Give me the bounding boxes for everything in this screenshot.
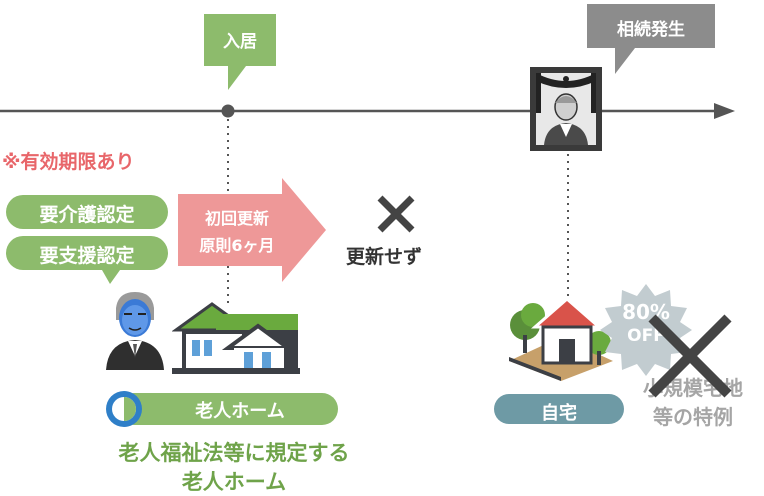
cross-mark-large-icon bbox=[644, 310, 736, 402]
support-certification-pill bbox=[6, 236, 168, 286]
timeline bbox=[0, 101, 764, 121]
nursing-home-label: 老人ホーム bbox=[195, 401, 285, 422]
no-renewal-label: 更新せず bbox=[346, 246, 423, 268]
home-label: 自宅 bbox=[541, 403, 577, 424]
care-certification-pill bbox=[6, 195, 168, 229]
special-rule-line2: 等の特例 bbox=[653, 405, 733, 429]
care-certification-label: 要介護認定 bbox=[39, 204, 135, 226]
first-renewal-arrow bbox=[178, 178, 328, 282]
inheritance-callout bbox=[587, 4, 715, 76]
badge-percent: 80% bbox=[622, 300, 670, 324]
first-renewal-line1: 初回更新 bbox=[204, 209, 269, 228]
house-icon bbox=[507, 285, 615, 381]
definition-line2: 老人ホーム bbox=[181, 470, 287, 494]
memorial-portrait-icon bbox=[530, 67, 602, 151]
cross-mark-icon bbox=[376, 194, 416, 234]
discount-badge-icon bbox=[598, 282, 694, 378]
nursing-home-pill bbox=[104, 389, 340, 429]
inheritance-dotted-line bbox=[564, 152, 572, 302]
nursing-home-building-icon bbox=[172, 300, 300, 374]
elderly-man-icon bbox=[104, 290, 166, 370]
move-in-callout bbox=[204, 14, 276, 94]
support-certification-label: 要支援認定 bbox=[39, 245, 135, 267]
first-renewal-line2: 原則6ヶ月 bbox=[199, 236, 275, 255]
validity-note: ※有効期限あり bbox=[2, 151, 135, 173]
move-in-label: 入居 bbox=[223, 32, 257, 52]
home-pill bbox=[494, 394, 624, 424]
inheritance-label: 相続発生 bbox=[617, 20, 685, 40]
definition-line1: 老人福祉法等に規定する bbox=[118, 441, 350, 465]
badge-off: OFF bbox=[627, 326, 665, 346]
